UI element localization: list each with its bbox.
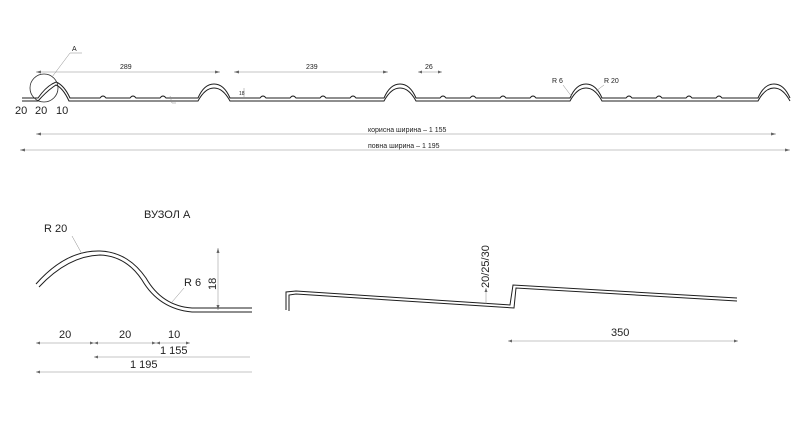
callout-label: A [72,46,77,53]
dim-289: 289 [120,64,132,71]
dim-26: 26 [425,64,433,71]
node-curve-inner [38,254,252,313]
node-dim-20b: 20 [119,329,131,341]
node-curve-outer [35,250,252,309]
radius-r20: R 20 [604,78,619,85]
dim-left-20b: 20 [35,105,47,117]
node-dim-1155: 1 155 [160,345,188,357]
total-width-label: повна ширина – 1 195 [368,143,440,150]
step-height: 20/25/30 [480,245,492,288]
useful-width-label: корисна ширина – 1 155 [368,127,447,134]
dim-18-small: 18 [239,91,245,97]
callout-leader [51,52,71,78]
dim-239: 239 [306,64,318,71]
side-step-view: 20/25/30 350 [285,245,738,343]
step-profile-inner [288,287,738,311]
dim-left-20a: 20 [15,105,27,117]
profile-section: A 289 239 26 18 R 6 R 20 20 20 10 корисн… [15,46,791,152]
node-dim-1195: 1 195 [130,359,158,371]
detail-callout-circle [29,73,59,103]
node-dim-20a: 20 [59,329,71,341]
radius-r6: R 6 [552,78,563,85]
node-dim-18: 18 [207,278,219,290]
node-r20: R 20 [44,223,67,235]
side-dim-350: 350 [611,327,629,339]
node-r6: R 6 [184,277,201,289]
step-profile-outer [285,284,738,310]
profile-inner-outline [22,84,791,102]
dim-left-10: 10 [56,105,68,117]
profile-outline [22,81,791,99]
node-title: ВУЗОЛ А [144,209,191,221]
node-a-detail: ВУЗОЛ А R 20 R 6 18 20 20 10 1 155 1 195 [35,209,252,374]
node-dim-10: 10 [168,329,180,341]
